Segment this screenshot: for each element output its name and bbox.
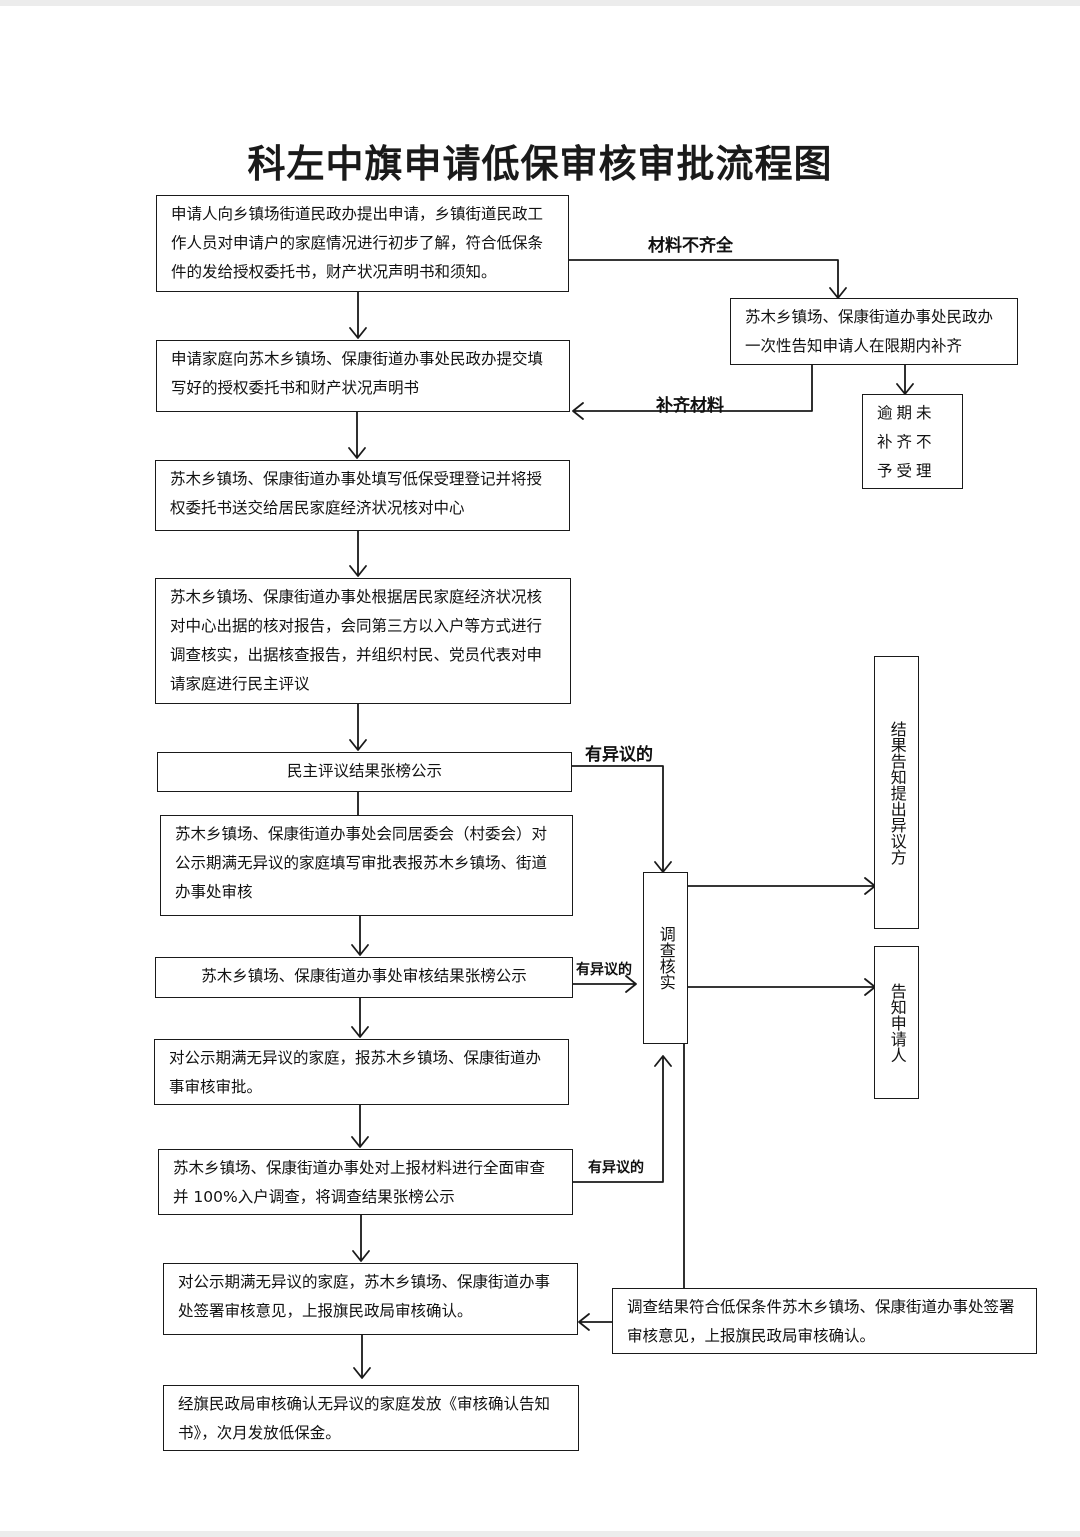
arrow-step8-step9: [351, 1104, 369, 1148]
arrow-objection2: [572, 975, 637, 993]
step-publicize-audit: 苏木乡镇场、保康街道办事处审核结果张榜公示: [155, 957, 573, 998]
box-investigation-result: 调查结果符合低保条件苏木乡镇场、保康街道办事处签署审核意见，上报旗民政局审核确认…: [612, 1288, 1037, 1354]
step-issue-notice: 经旗民政局审核确认无异议的家庭发放《审核确认告知书》，次月发放低保金。: [163, 1385, 579, 1451]
arrow-result-step10: [578, 1313, 613, 1331]
step-apply: 申请人向乡镇场街道民政办提出申请，乡镇街道民政工作人员对申请户的家庭情况进行初步…: [156, 195, 569, 292]
step-register: 苏木乡镇场、保康街道办事处填写低保受理登记并将授权委托书送交给居民家庭经济状况核…: [155, 460, 570, 531]
arrow-step7-step8: [351, 997, 369, 1038]
box-overdue-reject: 逾期未补齐不予受理: [862, 394, 963, 489]
arrow-objection3: [572, 1055, 672, 1183]
box-inform-applicant: 告知申请人: [874, 946, 919, 1099]
label-supplement: 补齐材料: [656, 396, 724, 416]
box-inform-objector: 结果告知提出异议方: [874, 656, 919, 929]
step-investigate-review: 苏木乡镇场、保康街道办事处根据居民家庭经济状况核对中心出据的核对报告，会同第三方…: [155, 578, 571, 704]
arrow-step3-step4: [349, 530, 367, 577]
bottom-strip: [0, 1531, 1080, 1537]
step-publicize-review: 民主评议结果张榜公示: [157, 752, 572, 792]
step-sign-opinion: 对公示期满无异议的家庭，苏木乡镇场、保康街道办事处签署审核意见，上报旗民政局审核…: [163, 1263, 578, 1335]
arrow-step4-step5: [349, 703, 367, 751]
arrow-step2-step3: [348, 411, 366, 459]
arrow-to-applicant: [686, 978, 876, 996]
label-objection-full: 有异议的: [588, 1160, 644, 1176]
arrow-step1-step2: [349, 291, 367, 339]
arrow-incomplete: [568, 259, 847, 299]
page-title: 科左中旗申请低保审核审批流程图: [247, 142, 833, 186]
step-submit-forms: 申请家庭向苏木乡镇场、保康街道办事处民政办提交填写好的授权委托书和财产状况声明书: [156, 340, 570, 412]
label-incomplete: 材料不齐全: [648, 236, 733, 256]
arrow-overdue: [896, 364, 914, 395]
step-fill-approval: 苏木乡镇场、保康街道办事处会同居委会（村委会）对公示期满无异议的家庭填写审批表报…: [160, 815, 573, 916]
label-objection-audit: 有异议的: [576, 962, 632, 978]
arrow-step9-step10: [352, 1214, 370, 1262]
arrow-supplement: [572, 364, 813, 420]
arrow-step6-step7: [351, 915, 369, 956]
box-investigate: 调查核实: [643, 872, 688, 1044]
top-strip: [0, 0, 1080, 6]
label-objection-review: 有异议的: [585, 745, 653, 765]
arrow-to-objector: [686, 877, 876, 895]
step-report-approval: 对公示期满无异议的家庭，报苏木乡镇场、保康街道办事审核审批。: [154, 1039, 569, 1105]
step-full-review: 苏木乡镇场、保康街道办事处对上报材料进行全面审查并 100%入户调查，将调查结果…: [158, 1149, 573, 1215]
arrow-step10-step11: [353, 1334, 371, 1379]
box-notify-supplement: 苏木乡镇场、保康街道办事处民政办一次性告知申请人在限期内补齐: [730, 298, 1018, 365]
arrow-objection1: [571, 765, 672, 873]
